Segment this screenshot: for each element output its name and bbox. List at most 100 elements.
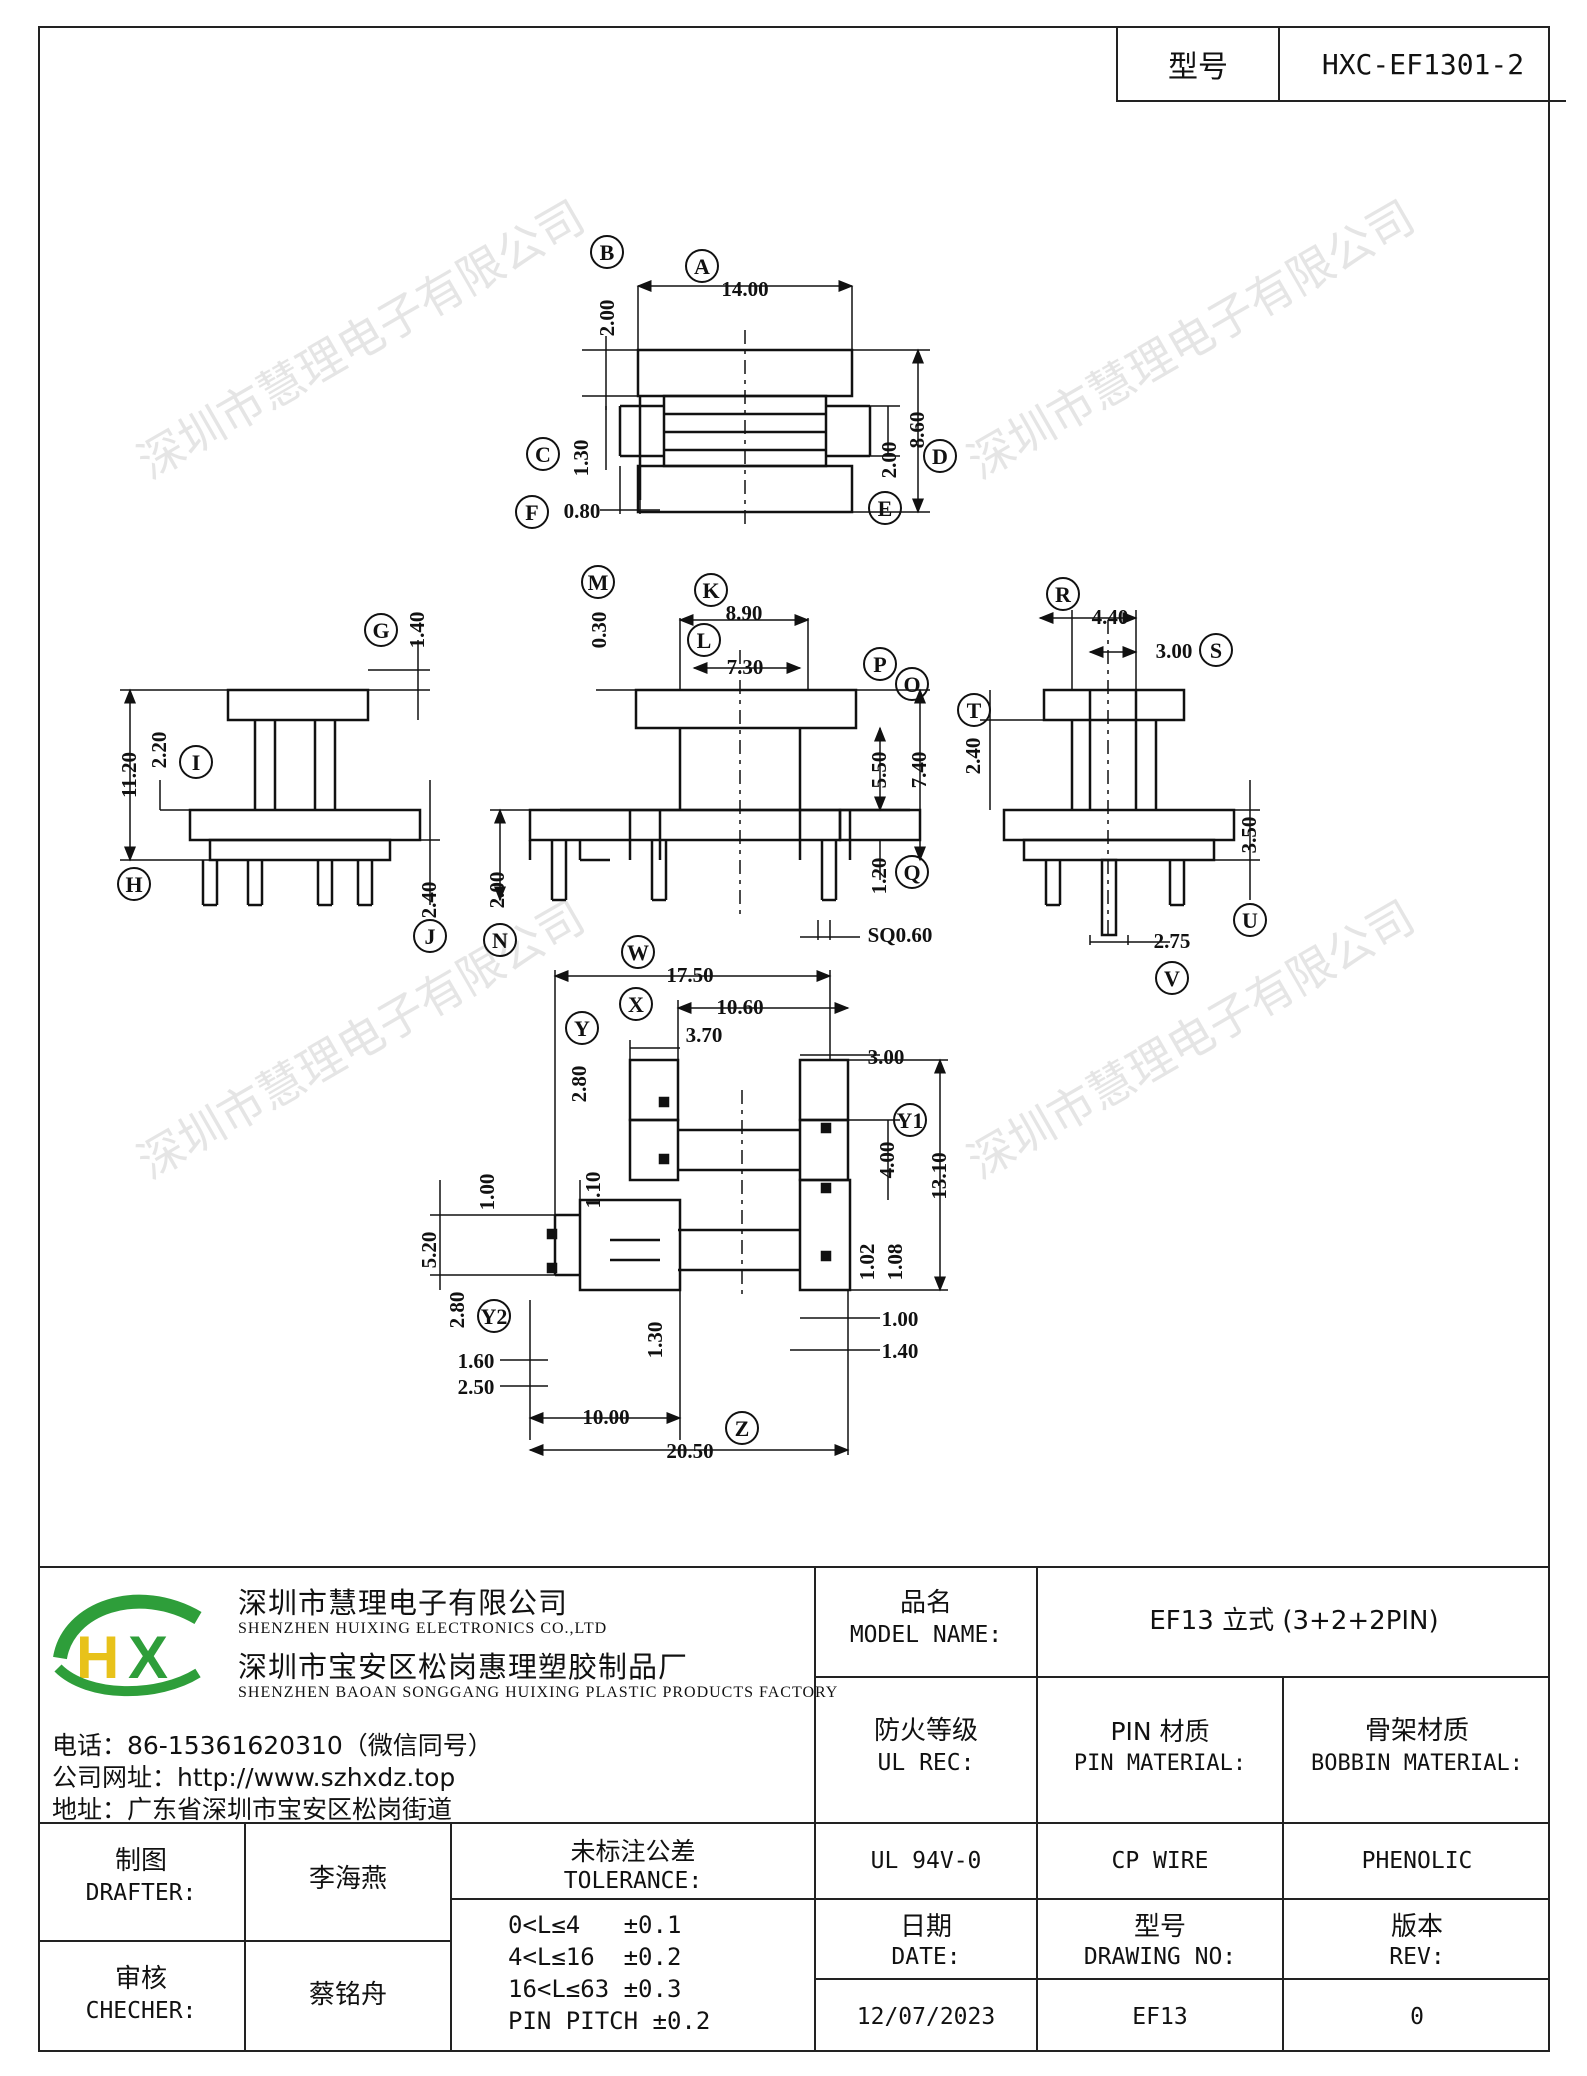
callout-o: O — [903, 672, 920, 697]
factory-name-en: SHENZHEN BAOAN SONGGANG HUIXING PLASTIC … — [238, 1684, 839, 1701]
callout-f: F — [525, 500, 538, 525]
dim-y1: 4.00 — [875, 1142, 899, 1179]
watermark: 深圳市慧理电子有限公司 — [959, 890, 1424, 1190]
callout-y1: Y1 — [897, 1108, 924, 1133]
watermark: 深圳市慧理电子有限公司 — [129, 890, 594, 1190]
dim-w: 17.50 — [666, 963, 713, 987]
rev-label-en: REV: — [1389, 1944, 1445, 1970]
dim-r: 4.40 — [1092, 605, 1129, 629]
callout-c: C — [535, 442, 551, 467]
model-name-label-cn: 品名 — [899, 1588, 952, 1618]
dim-1-10: 1.10 — [581, 1172, 605, 1209]
rev-value: 0 — [1410, 2004, 1424, 2030]
callout-e: E — [878, 496, 893, 521]
pin-label-en: PIN MATERIAL: — [1073, 1751, 1247, 1776]
tolerance-label-en: TOLERANCE: — [563, 1868, 703, 1894]
dim-1-08: 1.08 — [883, 1244, 907, 1281]
dim-h: 11.20 — [117, 752, 141, 798]
model-number-box: 型号 HXC-EF1301-2 — [1116, 28, 1566, 102]
ul-label-cn: 防火等级 — [873, 1716, 978, 1746]
dim-1-02: 1.02 — [855, 1244, 879, 1281]
drawing-no-value: EF13 — [1132, 2004, 1188, 2030]
date-label-cn: 日期 — [899, 1912, 952, 1942]
dim-5-20: 5.20 — [417, 1232, 441, 1269]
callout-b: B — [600, 240, 615, 265]
drafter-label-en: DRAFTER: — [85, 1880, 197, 1906]
bobbin-label-cn: 骨架材质 — [1364, 1716, 1469, 1746]
address: 地址：广东省深圳市宝安区松岗街道 — [52, 1795, 453, 1824]
callout-g: G — [372, 618, 389, 643]
date-value: 12/07/2023 — [856, 2004, 996, 2030]
callout-a: A — [694, 254, 710, 279]
website: 公司网址：http://www.szhxdz.top — [52, 1763, 456, 1792]
callout-t: T — [967, 698, 982, 723]
dim-n: 2.00 — [485, 872, 509, 909]
dim-1-00-right: 1.00 — [882, 1307, 919, 1331]
callout-i: I — [192, 750, 201, 775]
callout-l: L — [697, 628, 712, 653]
rev-label-cn: 版本 — [1390, 1912, 1443, 1942]
model-name-label-en: MODEL NAME: — [849, 1622, 1003, 1648]
dim-t: 2.40 — [961, 738, 985, 775]
tolerance-row: 16<L≤63 ±0.3 — [508, 1975, 682, 2003]
factory-name-cn: 深圳市宝安区松岗惠理塑胶制品厂 — [238, 1650, 689, 1684]
model-value: HXC-EF1301-2 — [1321, 47, 1525, 81]
callout-h: H — [125, 872, 142, 897]
dim-e: 2.00 — [877, 442, 901, 479]
callout-p: P — [873, 652, 886, 677]
left-side-view — [120, 640, 440, 907]
bottom-view-labels: W 17.50 X 10.60 Y 3.70 2.80 3.00 Y1 4.00… — [417, 935, 951, 1463]
dim-y1-height: 13.10 — [927, 1152, 951, 1199]
callout-z: Z — [735, 1416, 750, 1441]
dim-o: 7.40 — [907, 752, 931, 789]
dim-1-60: 1.60 — [458, 1349, 495, 1373]
dim-g: 1.40 — [405, 612, 429, 649]
dim-f: 0.80 — [564, 499, 601, 523]
callout-r: R — [1055, 582, 1072, 607]
drawing-no-label-cn: 型号 — [1133, 1912, 1186, 1942]
callout-d: D — [932, 444, 948, 469]
phone: 电话：86-15361620310（微信同号） — [52, 1731, 493, 1760]
dim-j: 2.40 — [417, 882, 441, 919]
dim-p: 5.50 — [867, 752, 891, 789]
ul-label-en: UL REC: — [877, 1750, 975, 1776]
callout-s: S — [1210, 638, 1222, 663]
bobbin-value: PHENOLIC — [1361, 1848, 1473, 1874]
company-name-en: SHENZHEN HUIXING ELECTRONICS CO.,LTD — [238, 1620, 608, 1637]
dim-c: 1.30 — [569, 440, 593, 477]
logo-swoosh-bottom — [54, 1664, 201, 1697]
watermark: 深圳市慧理电子有限公司 — [959, 190, 1424, 490]
bobbin-label-en: BOBBIN MATERIAL: — [1311, 1751, 1523, 1776]
checker-label-cn: 审核 — [114, 1964, 167, 1994]
dim-10-00: 10.00 — [582, 1405, 629, 1429]
front-view-labels: K 8.90 L 7.30 M 0.30 P O 5.50 7.40 1.20 … — [483, 565, 932, 957]
checker-label-en: CHECHER: — [85, 1998, 197, 2024]
watermark: 深圳市慧理电子有限公司 — [129, 190, 594, 490]
dim-l: 7.30 — [727, 655, 764, 679]
callout-m: M — [588, 570, 609, 595]
tolerance-row: PIN PITCH ±0.2 — [508, 2007, 711, 2035]
drawing-frame — [38, 26, 1550, 2052]
callout-u: U — [1242, 908, 1258, 933]
tolerance-row: 0<L≤4 ±0.1 — [508, 1911, 682, 1939]
logo-swoosh — [53, 1594, 202, 1660]
dim-z: 20.50 — [666, 1439, 713, 1463]
drafter-value: 李海燕 — [308, 1864, 387, 1894]
dim-x: 10.60 — [716, 995, 763, 1019]
callout-y2: Y2 — [481, 1304, 508, 1329]
callout-x: X — [628, 992, 644, 1017]
dim-y1-top: 3.00 — [868, 1045, 905, 1069]
dim-1-40-right: 1.40 — [882, 1339, 919, 1363]
dim-i: 2.20 — [147, 732, 171, 769]
tolerance-label-cn: 未标注公差 — [570, 1837, 696, 1866]
date-label-en: DATE: — [891, 1944, 961, 1970]
left-side-view-labels: G 1.40 11.20 H 2.20 I 2.40 J — [117, 612, 447, 953]
callout-w: W — [627, 940, 649, 965]
company-logo: H X — [53, 1594, 202, 1697]
pin-label-cn: PIN 材质 — [1110, 1717, 1210, 1746]
dim-m: 0.30 — [587, 612, 611, 649]
dim-v: 2.75 — [1154, 929, 1191, 953]
ul-value: UL 94V-0 — [870, 1848, 982, 1874]
dim-2-50: 2.50 — [458, 1375, 495, 1399]
checker-value: 蔡铭舟 — [308, 1980, 387, 2010]
